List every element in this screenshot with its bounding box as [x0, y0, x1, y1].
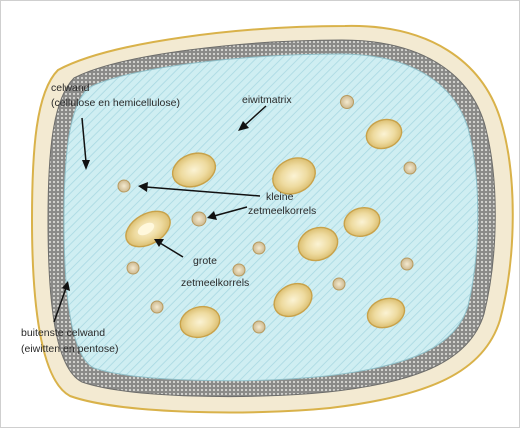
small-granule [127, 262, 139, 274]
small-granule [233, 264, 245, 276]
small-granule [118, 180, 130, 192]
label-buitenste-sub: (eiwitten en pentose) [21, 343, 118, 355]
small-granule [151, 301, 163, 313]
small-granule [253, 242, 265, 254]
small-granule [401, 258, 413, 270]
small-granule [404, 162, 416, 174]
small-granule [253, 321, 265, 333]
small-granule [192, 212, 206, 226]
small-granule [341, 96, 354, 109]
small-granule [333, 278, 345, 290]
label-celwand-sub: (cellulose en hemicellulose) [51, 97, 180, 109]
label-kleine-sub: zetmeelkorrels [248, 205, 316, 217]
label-buitenste: buitenste celwand [21, 327, 105, 339]
label-grote: grote [193, 255, 217, 267]
label-eiwitmatrix: eiwitmatrix [242, 94, 292, 106]
label-grote-sub: zetmeelkorrels [181, 277, 249, 289]
label-kleine: kleine [266, 191, 294, 203]
label-celwand: celwand [51, 82, 90, 94]
